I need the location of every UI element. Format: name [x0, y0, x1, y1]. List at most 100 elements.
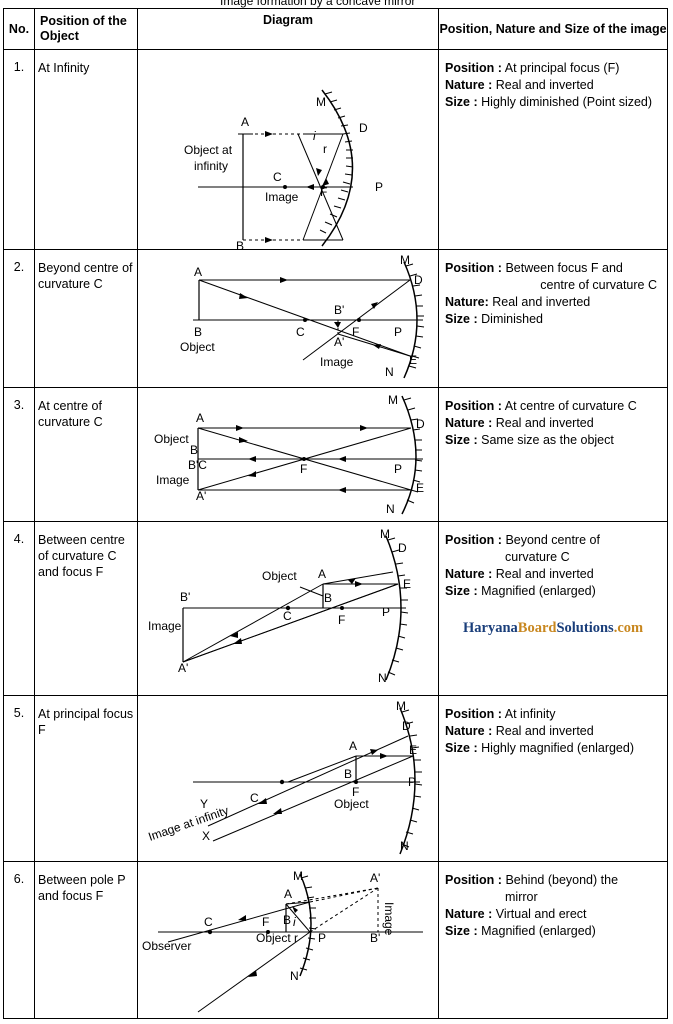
concave-mirror-table: No. Position of the Object Diagram Posit…: [3, 8, 668, 1019]
nature-label: Nature :: [445, 724, 493, 738]
diagram-label: A': [334, 335, 344, 349]
table-row: 6. Between pole P and focus F: [3, 861, 668, 1019]
row-number: 1.: [3, 49, 35, 250]
diagram-label: C: [296, 325, 305, 339]
position-label: Position :: [445, 707, 502, 721]
nature-label: Nature :: [445, 567, 493, 581]
diagram-label: Image: [148, 619, 182, 633]
diagram-label: B: [236, 239, 244, 249]
diagram-label: Object: [262, 569, 297, 583]
position-value-cont: centre of curvature C: [540, 278, 657, 292]
diagram-label: A: [318, 567, 326, 581]
diagram-label: P: [394, 325, 402, 339]
position-label: Position :: [445, 61, 502, 75]
object-position: At Infinity: [34, 49, 138, 250]
object-position: At centre of curvature C: [34, 387, 138, 522]
diagram-label: N: [385, 365, 394, 379]
size-value: Same size as the object: [481, 433, 614, 447]
diagram-label: B: [344, 767, 352, 781]
diagram-label: D: [416, 417, 425, 431]
diagram-label: N: [310, 247, 319, 249]
size-value: Highly magnified (enlarged): [481, 741, 634, 755]
position-value: At principal focus (F): [504, 61, 620, 75]
position-value: At infinity: [504, 707, 556, 721]
header-row: No. Position of the Object Diagram Posit…: [3, 8, 668, 50]
image-info: Position : Behind (beyond) the mirror Na…: [438, 861, 668, 1019]
diagram-label: r: [294, 931, 298, 945]
diagram-label: Image: [156, 473, 190, 487]
size-label: Size :: [445, 584, 478, 598]
diagram-label: E: [416, 481, 424, 495]
nature-value: Virtual and erect: [495, 907, 587, 921]
diagram-label: Observer: [142, 939, 191, 953]
size-label: Size :: [445, 924, 478, 938]
nature-label: Nature :: [445, 907, 493, 921]
diagram-label: A: [196, 411, 204, 425]
diagram-label: i: [293, 915, 296, 929]
diagram-label: B: [194, 325, 202, 339]
position-label: Position :: [445, 399, 502, 413]
diagram-label: C: [250, 791, 259, 805]
diagram-label: M: [380, 527, 390, 541]
object-position: Beyond centre of curvature C: [34, 249, 138, 388]
position-label: Position :: [445, 533, 502, 547]
diagram-label: P: [375, 180, 383, 194]
diagram-label: Object: [180, 340, 215, 354]
diagram-label: D: [414, 273, 423, 287]
diagram-label: Object: [256, 931, 291, 945]
row-number: 5.: [3, 695, 35, 862]
position-value: At centre of curvature C: [504, 399, 637, 413]
size-label: Size :: [445, 312, 478, 326]
diagram-label: i: [313, 129, 316, 143]
diagram-label: M: [400, 253, 410, 267]
diagram-label: A: [194, 265, 202, 279]
diagram-label: P: [408, 775, 416, 789]
position-value: Between focus F and: [505, 261, 623, 275]
diagram-label: C: [283, 609, 292, 623]
table-row: 3. At centre of curvature C: [3, 387, 668, 522]
diagram-label: F: [352, 785, 359, 799]
diagram-label: C: [204, 915, 213, 929]
position-value: Beyond centre of: [505, 533, 600, 547]
row-number: 4.: [3, 521, 35, 696]
diagram-label: F: [320, 185, 327, 199]
header-image-info: Position, Nature and Size of the image: [438, 8, 668, 50]
diagram-label: infinity: [194, 159, 228, 173]
diagram-label: B: [190, 443, 198, 457]
image-info: Position : At centre of curvature C Natu…: [438, 387, 668, 522]
diagram-label: A: [284, 887, 292, 901]
diagram-label: Y: [200, 797, 208, 811]
object-position: Between centre of curvature C and focus …: [34, 521, 138, 696]
diagram-label: D: [359, 121, 368, 135]
diagram-label: N: [386, 502, 395, 516]
nature-label: Nature :: [445, 78, 493, 92]
size-label: Size :: [445, 433, 478, 447]
diagram-label: M: [396, 699, 406, 713]
diagram-label: C: [273, 170, 282, 184]
table-row: 4. Between centre of curvature C and foc…: [3, 521, 668, 696]
object-position: At principal focus F: [34, 695, 138, 862]
diagram-label: r: [323, 142, 327, 156]
image-info: Position : At infinity Nature : Real and…: [438, 695, 668, 862]
diagram-label: A: [349, 739, 357, 753]
row-number: 3.: [3, 387, 35, 522]
diagram-label: N: [290, 969, 299, 983]
diagram-label: Image at infinity: [146, 803, 230, 844]
diagram-label: X: [202, 829, 210, 843]
top-heading-fragment: Image formation by a concave mirror: [220, 0, 416, 8]
diagram-label: B'C: [188, 458, 207, 472]
diagram-label: D: [398, 541, 407, 555]
position-value-cont: curvature C: [505, 550, 570, 564]
diagram-label: Image: [320, 355, 354, 369]
size-label: Size :: [445, 95, 478, 109]
